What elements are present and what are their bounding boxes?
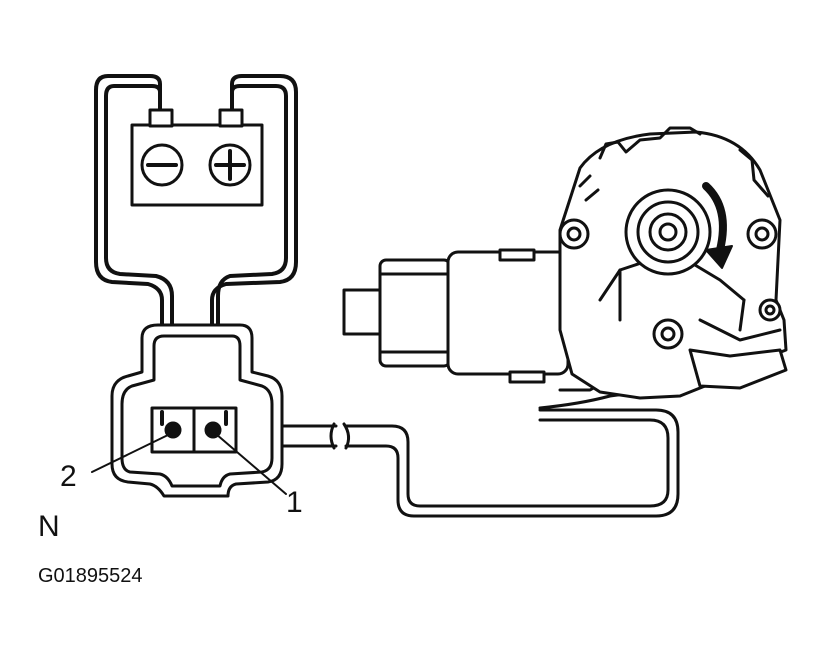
mounting-bosses	[558, 218, 782, 350]
view-letter: N	[38, 510, 60, 543]
wire-harness	[280, 390, 680, 518]
motor-connector	[110, 323, 284, 498]
battery	[130, 108, 264, 207]
terminal-2-label: 2	[60, 460, 77, 493]
battery-lead-loop	[94, 74, 298, 426]
figure-code: G01895524	[38, 565, 143, 587]
terminal-2-leader	[91, 433, 171, 473]
output-shaft	[624, 188, 712, 276]
terminal-1-label: 1	[286, 486, 303, 519]
minus-icon	[140, 143, 184, 187]
rotation-arrow-icon	[702, 182, 733, 269]
terminal-1-leader	[215, 433, 287, 495]
plus-icon	[208, 143, 252, 187]
